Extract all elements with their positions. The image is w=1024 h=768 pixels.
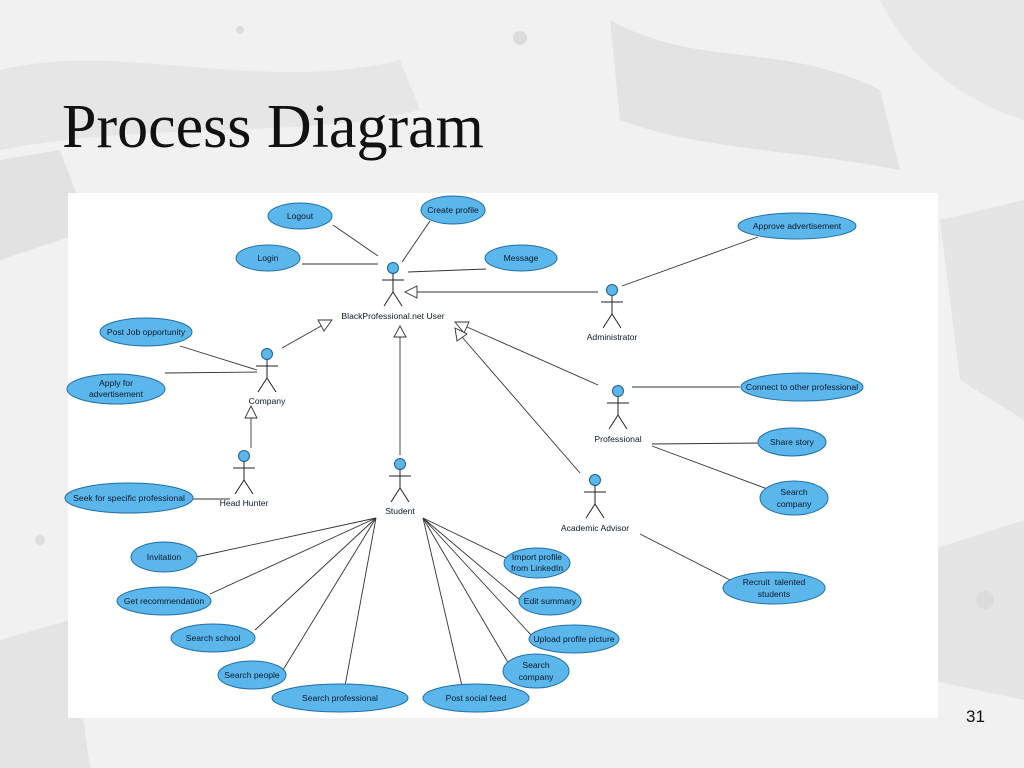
actor-label: Professional (594, 434, 641, 444)
use-case-share-story: Share story (757, 427, 827, 457)
use-case-logout: Logout (267, 202, 333, 230)
svg-text:company: company (777, 499, 813, 509)
actor-blackprofessional-user: BlackProfessional.net User (341, 262, 445, 321)
svg-text:Post Job opportunity: Post Job opportunity (107, 327, 186, 337)
svg-text:Search professional: Search professional (302, 693, 378, 703)
svg-text:Apply for: Apply for (99, 378, 133, 388)
actor-label: Administrator (587, 332, 638, 342)
use-case-connect-to-other-professional: Connect to other professional (740, 372, 864, 402)
svg-text:Logout: Logout (287, 211, 314, 221)
use-case-create-profile: Create profile (420, 195, 486, 225)
svg-text:Seek for specific professional: Seek for specific professional (73, 493, 185, 503)
use-case-search-company-professional: Search company (759, 480, 829, 516)
svg-text:advertisement: advertisement (89, 389, 144, 399)
svg-text:Import profile: Import profile (512, 552, 562, 562)
use-case-search-people: Search people (217, 660, 287, 690)
actor-head-icon (394, 458, 406, 470)
use-case-import-profile-from-linkedin: Import profile from LinkedIn (503, 547, 571, 579)
use-case-recruit-talented-students: Recruit talented students (722, 571, 826, 605)
actor-head-icon (238, 450, 250, 462)
actor-administrator: Administrator (587, 284, 638, 342)
use-case-post-job-opportunity: Post Job opportunity (99, 317, 193, 347)
actor-student: Student (385, 458, 415, 516)
actor-academic-advisor: Academic Advisor (561, 474, 629, 533)
svg-text:Search school: Search school (186, 633, 241, 643)
svg-text:students: students (758, 589, 791, 599)
association-lines (164, 220, 771, 687)
use-case-approve-advertisement: Approve advertisement (737, 212, 857, 240)
actor-head-hunter: Head Hunter (220, 450, 269, 508)
svg-text:Upload profile picture: Upload profile picture (533, 634, 614, 644)
svg-text:company: company (519, 672, 555, 682)
svg-text:Get recommendation: Get recommendation (124, 596, 204, 606)
use-case-search-professional: Search professional (271, 683, 409, 713)
use-case-edit-summary: Edit summary (518, 586, 582, 616)
svg-text:Invitation: Invitation (147, 552, 182, 562)
actor-head-icon (606, 284, 618, 296)
actor-head-icon (261, 348, 273, 360)
actor-label: Academic Advisor (561, 523, 629, 533)
svg-text:from LinkedIn: from LinkedIn (511, 563, 563, 573)
svg-text:Share story: Share story (770, 437, 815, 447)
svg-text:Post social feed: Post social feed (446, 693, 507, 703)
page-number: 31 (966, 707, 985, 726)
actor-head-icon (387, 262, 399, 274)
actor-company: Company (249, 348, 286, 406)
use-case-login: Login (235, 244, 301, 272)
generalization-arrows (244, 285, 599, 474)
use-case-search-school: Search school (170, 623, 256, 653)
actor-head-icon (589, 474, 601, 486)
svg-text:Connect to other professional: Connect to other professional (746, 382, 858, 392)
use-case-invitation: Invitation (130, 541, 198, 573)
slide-title: Process Diagram (62, 93, 484, 161)
use-case-message: Message (484, 244, 558, 272)
svg-text:Search: Search (522, 660, 549, 670)
svg-text:Recruit talented: Recruit talented (743, 577, 806, 587)
actor-label: BlackProfessional.net User (341, 311, 444, 321)
actor-label: Student (385, 506, 415, 516)
svg-text:Search people: Search people (224, 670, 280, 680)
actor-professional: Professional (594, 385, 642, 444)
svg-text:Approve advertisement: Approve advertisement (753, 221, 842, 231)
svg-text:Edit summary: Edit summary (524, 596, 577, 606)
svg-text:Search: Search (780, 487, 807, 497)
use-case-post-social-feed: Post social feed (422, 683, 530, 713)
svg-text:Message: Message (504, 253, 539, 263)
use-case-apply-for-advertisement: Apply for advertisement (66, 373, 166, 405)
use-case-get-recommendation: Get recommendation (116, 586, 212, 616)
svg-text:Login: Login (257, 253, 278, 263)
actor-head-icon (612, 385, 624, 397)
use-case-upload-profile-picture: Upload profile picture (528, 624, 620, 654)
svg-text:Create profile: Create profile (427, 205, 479, 215)
actor-label: Head Hunter (220, 498, 269, 508)
use-case-search-company-student: Search company (502, 653, 570, 689)
use-case-seek-for-specific-professional: Seek for specific professional (64, 482, 194, 514)
actor-label: Company (249, 396, 286, 406)
